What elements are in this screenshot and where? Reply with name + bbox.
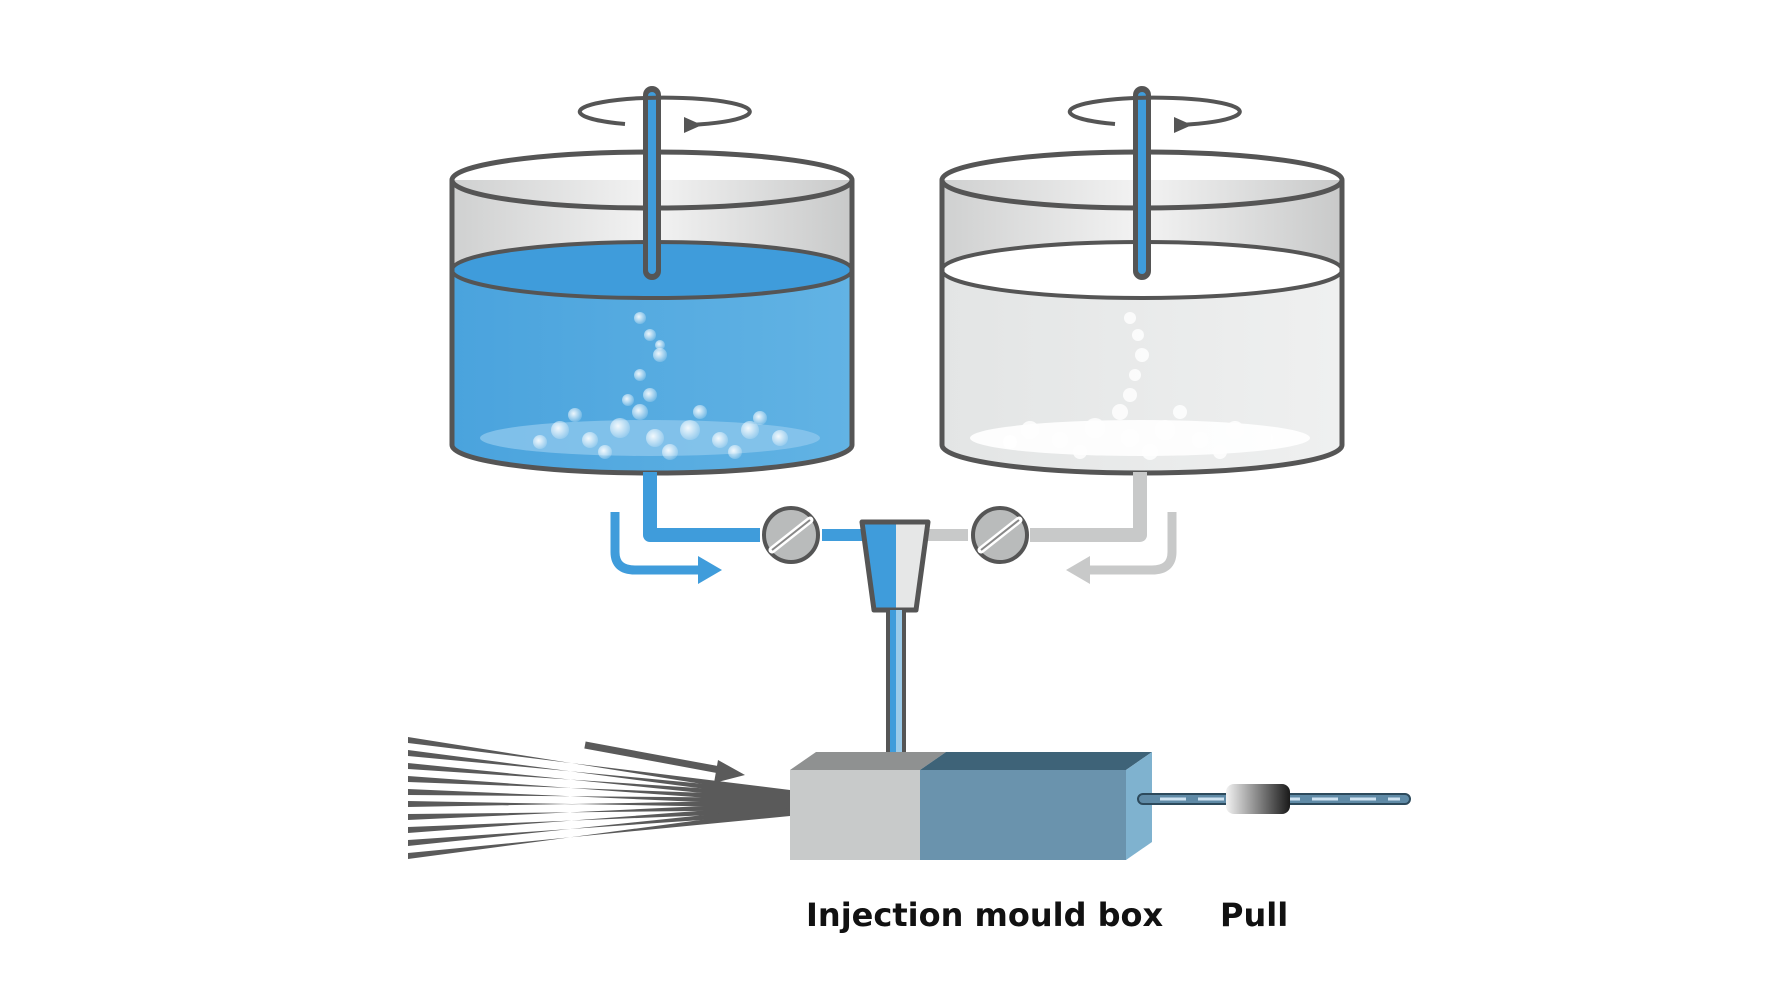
hardener-bubbles [1003,312,1273,460]
puller-clamp-icon [1226,784,1290,814]
valve-icon [971,506,1029,564]
pull-label: Pull [1220,896,1289,934]
hardener-pipe [928,472,1147,542]
bent-arrow-icon [1066,512,1177,584]
straight-arrow-icon [584,741,745,783]
fibre-bundle [408,737,790,859]
valve-icon [762,506,820,564]
bent-arrow-icon [610,512,722,584]
hardener-stirrer [1133,86,1151,280]
mould-box-label: Injection mould box [806,896,1164,934]
injection-mould-box [790,752,1152,860]
circular-arrow-icon [577,95,752,133]
resin-pipe [643,472,862,542]
resin-bubbles [533,312,788,460]
static-mixer-icon [859,519,931,613]
mixed-resin-feed [886,610,906,758]
circular-arrow-icon [1067,95,1242,133]
resin-stirrer [643,86,661,280]
